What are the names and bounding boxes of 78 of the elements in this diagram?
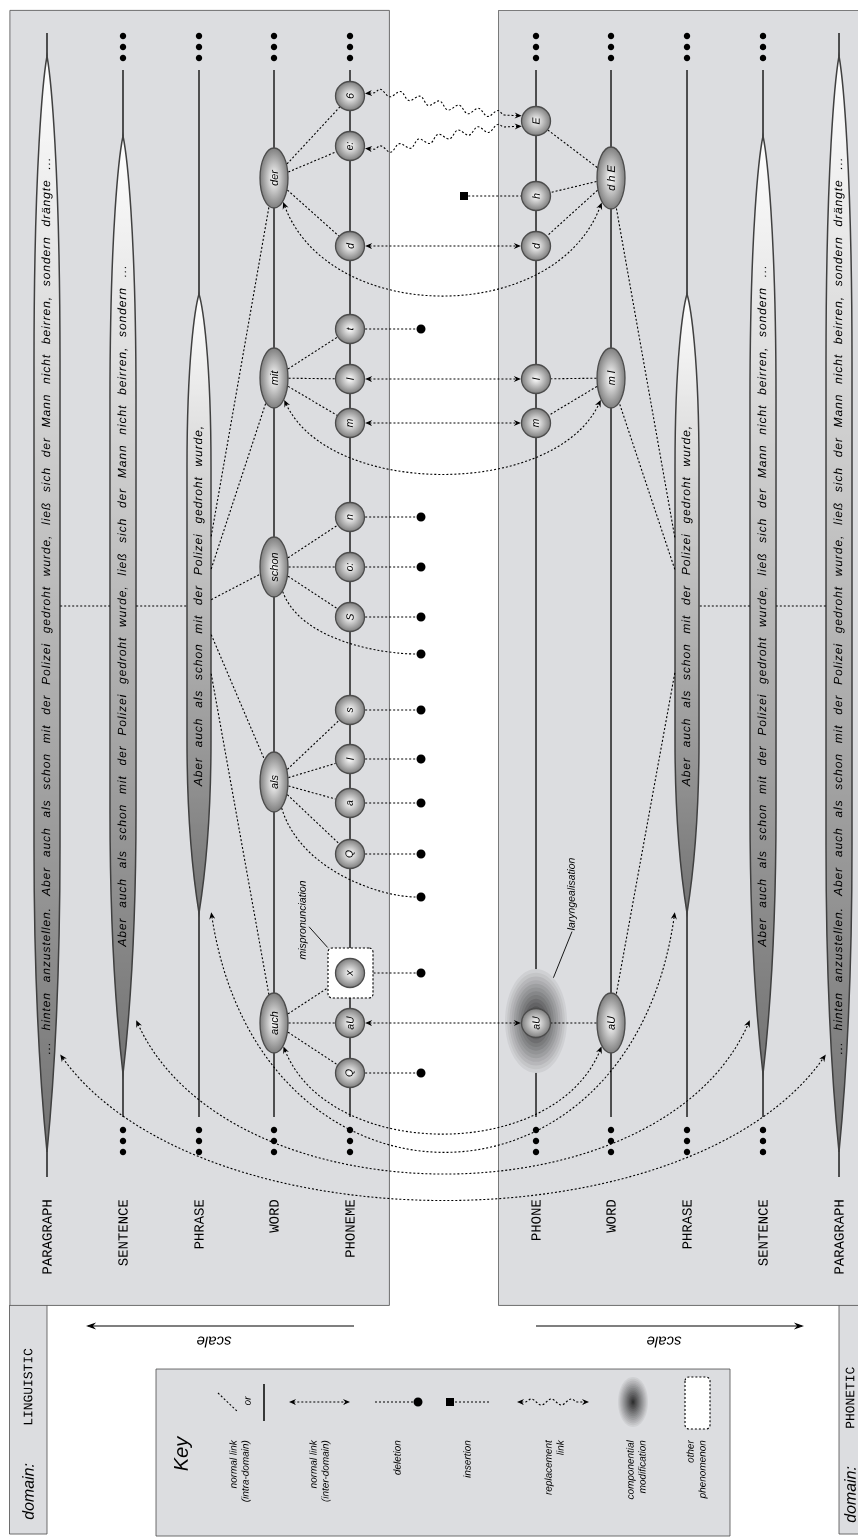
key-title: Key — [174, 1435, 192, 1471]
level-label: SENTENCE — [118, 1199, 128, 1266]
dotted-line — [287, 524, 338, 559]
dotted-line — [364, 566, 417, 568]
level-label: SENTENCE — [758, 1199, 768, 1266]
leader-line — [552, 931, 573, 979]
dotted-line — [210, 634, 265, 760]
dotted-line — [286, 106, 341, 165]
level-label: PARAGRAPH — [834, 1200, 844, 1274]
dotted-line — [286, 719, 340, 770]
dotted-line — [59, 605, 111, 607]
level-label: PHONE — [531, 1199, 541, 1240]
dotted-line — [364, 328, 417, 330]
level-label: PARAGRAPH — [42, 1200, 52, 1274]
dotted-line — [364, 616, 417, 618]
dotted-line — [210, 673, 270, 995]
legend-text: deletion — [393, 1440, 401, 1475]
curved-line — [282, 591, 417, 655]
dotted-line — [698, 605, 751, 607]
dotted-line — [550, 1022, 597, 1024]
dotted-line — [287, 336, 338, 370]
dotted-line — [286, 794, 340, 845]
dotted-line — [546, 189, 599, 237]
legend-text: normal link (inter-domain) — [309, 1439, 331, 1502]
dotted-line — [618, 402, 676, 570]
level-label: PHRASE — [682, 1199, 692, 1249]
dotted-line — [775, 605, 827, 607]
dotted-line — [210, 402, 267, 570]
dotted-line — [364, 802, 417, 804]
insertion-square — [460, 192, 468, 200]
dotted-line — [287, 785, 336, 800]
dotted-line — [615, 207, 676, 538]
dotted-line — [287, 987, 328, 1015]
level-label: PHRASE — [194, 1199, 204, 1249]
dotted-line — [210, 573, 261, 601]
dotted-line — [364, 709, 417, 711]
dotted-line — [364, 1072, 417, 1074]
legend-text: normal link (intra-domain) — [229, 1439, 251, 1502]
dotted-line — [287, 1031, 338, 1066]
dotted-line — [287, 385, 338, 416]
node-label: PHONETIC — [845, 1367, 855, 1428]
dotted-line — [364, 853, 417, 855]
dotted-line — [550, 377, 597, 380]
curved-arrow — [136, 1020, 750, 1175]
dotted-line — [210, 206, 270, 537]
dotted-line — [287, 151, 337, 173]
node-label: LINGUISTIC — [23, 1348, 33, 1425]
scale-label: scale — [197, 1336, 232, 1348]
dotted-line — [364, 516, 417, 518]
dotted-line — [286, 189, 340, 237]
legend-text: componential modification — [626, 1440, 646, 1500]
dotted-line — [288, 566, 336, 568]
dotted-line — [135, 605, 188, 607]
dotted-line — [287, 575, 338, 610]
dotted-line — [550, 180, 597, 193]
legend-text: insertion — [463, 1440, 471, 1478]
dotted-line — [288, 1022, 336, 1024]
node-label: domain: — [22, 1463, 34, 1520]
dotted-line — [548, 385, 598, 416]
dotted-line — [373, 972, 417, 974]
dotted-line — [288, 377, 336, 380]
node-label: domain: — [844, 1466, 856, 1523]
level-label: WORD — [606, 1199, 616, 1233]
dotted-line — [547, 129, 598, 169]
dotted-line — [364, 758, 417, 760]
dotted-line — [467, 195, 522, 197]
annotation-text: laryngealisation — [567, 858, 577, 931]
scale-label: scale — [647, 1336, 682, 1348]
or-label: or — [245, 1396, 251, 1406]
leader-line — [308, 926, 329, 948]
level-label: PHONEME — [345, 1199, 355, 1257]
annotation-text: mispronunciation — [298, 880, 308, 960]
legend-text: other phenomenon — [686, 1439, 708, 1499]
curved-line — [281, 807, 417, 898]
level-label: WORD — [269, 1199, 279, 1233]
dotted-line — [287, 762, 337, 779]
legend-text: replacement link — [544, 1439, 564, 1495]
dotted-line — [615, 672, 676, 995]
